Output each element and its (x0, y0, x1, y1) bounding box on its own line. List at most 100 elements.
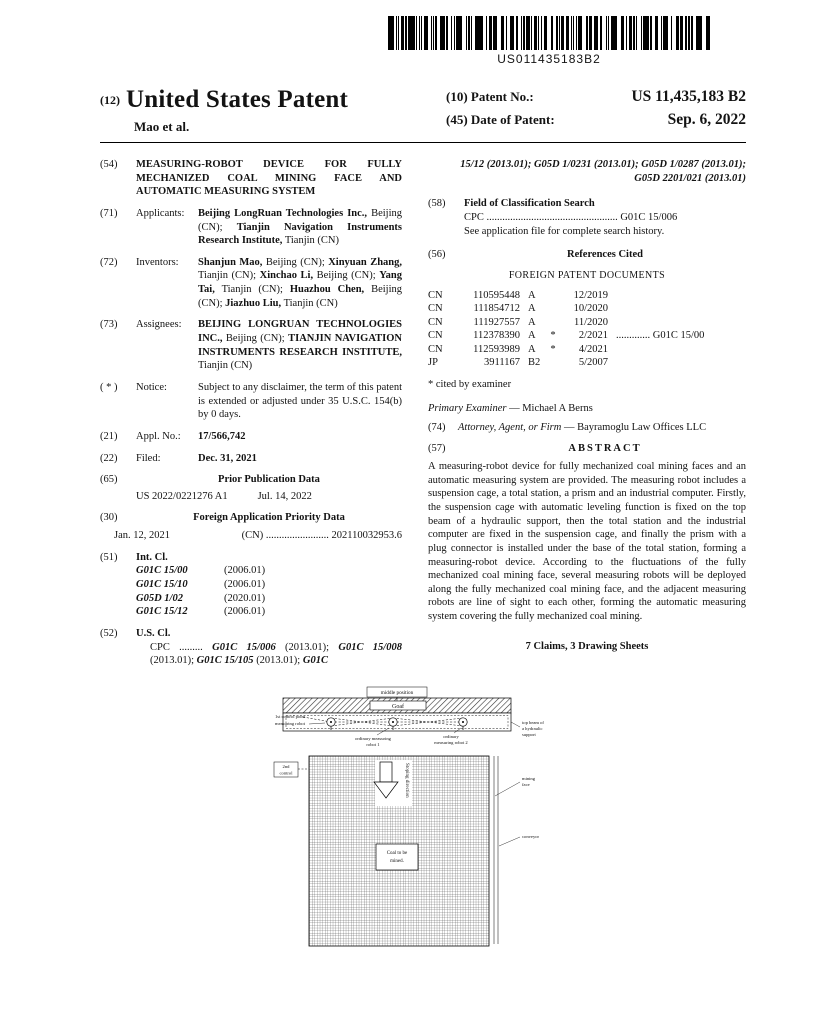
ref-date: 11/2020 (573, 316, 608, 328)
cpc-code: G01C 15/008 (338, 641, 402, 653)
mining-face-label: mining (522, 776, 536, 781)
header-right: (10) Patent No.: US 11,435,183 B2 (45) D… (446, 86, 746, 134)
section-number: (73) (100, 319, 118, 331)
ref-star (548, 302, 558, 315)
stoping-arrow-shaft (379, 761, 393, 783)
patent-number-row: (10) Patent No.: US 11,435,183 B2 (446, 88, 746, 106)
notice-label: Notice: (136, 381, 167, 393)
inventor-name: Yang Tai, (198, 270, 402, 296)
section-21-appl-no: (21) Appl. No.: 17/566,742 (100, 430, 402, 444)
int-cl-row: G05D 1/02(2020.01) (136, 592, 402, 606)
measuring-robot-icon (326, 717, 336, 730)
applicants-text: Beijing LongRuan Technologies Inc., Beij… (198, 207, 402, 248)
section-number: (54) (100, 159, 118, 170)
assignees-label: Assignees: (136, 319, 182, 331)
priority-date: Jan. 12, 2021 (114, 530, 170, 542)
class-code: G05D 1/02 (136, 592, 183, 604)
inventor-location: Tianjin (CN) (281, 297, 338, 309)
ordinary-robot1-label: robot 1 (366, 742, 380, 747)
prior-publication-row: US 2022/0221276 A1 Jul. 14, 2022 (136, 490, 402, 504)
section-number: (74) (428, 421, 446, 433)
ref-class (608, 289, 746, 302)
ref-date: 5/2007 (578, 357, 608, 369)
ref-class (608, 343, 746, 356)
section-number: (22) (100, 452, 118, 464)
inventors-label: Inventors: (136, 256, 179, 268)
ref-date: 12/2019 (573, 289, 608, 301)
section-number: (58) (428, 198, 446, 210)
stoping-direction-label: Stoping direction (404, 763, 409, 798)
measuring-robot-leader (308, 722, 326, 725)
invention-title: MEASURING-ROBOT DEVICE FOR FULLY MECHANI… (136, 159, 402, 198)
top-beam-label: support (522, 732, 537, 737)
ref-class: ............. G01C 15/00 (616, 330, 705, 342)
section-number: (52) (100, 627, 118, 639)
ref-kind: A (528, 289, 536, 301)
int-cl-row: G01C 15/00 (2006.01) (136, 564, 402, 578)
ref-kind: A (528, 303, 536, 315)
us-cl-label: U.S. Cl. (136, 627, 171, 639)
inventor-name: Jiazhuo Liu, (225, 297, 282, 309)
references-heading: References Cited (567, 249, 643, 261)
int-cl-row: G01C 15/10(2006.01) (136, 578, 402, 592)
primary-examiner-line: Primary Examiner — Michael A Berns (428, 402, 746, 416)
section-57-abstract: (57) ABSTRACT (428, 442, 746, 456)
cpc-code: G01C 15/105 (196, 655, 254, 667)
class-version: (2006.01) (224, 565, 266, 577)
section-number: (30) (100, 512, 118, 524)
class-code: G01C 15/00 (136, 565, 188, 577)
measuring-robot-label: measuring robot (275, 721, 306, 726)
section-56-references: (56) References Cited (428, 248, 746, 262)
cited-by-examiner-note: * cited by examiner (428, 379, 512, 391)
header-left: (12)United States Patent Mao et al. (100, 86, 348, 135)
cpc-date: (2013.01); (275, 641, 339, 653)
publication-date: Jul. 14, 2022 (257, 490, 312, 502)
section-74-attorney: (74) Attorney, Agent, or Firm — Bayramog… (428, 421, 746, 435)
foreign-priority-heading: Foreign Application Priority Data (193, 512, 345, 524)
barcode-block: US011435183B2 (388, 16, 710, 66)
field-search-heading: Field of Classification Search (464, 198, 595, 210)
goaf-box (369, 700, 427, 711)
cpc-code: G01C 15/006 (212, 641, 276, 653)
ref-kind: B2 (528, 357, 541, 369)
ref-date: 2/2021 (578, 330, 608, 342)
measuring-robot-icon (388, 717, 398, 730)
ref-country: CN (428, 289, 443, 301)
foreign-patents-subheading: FOREIGN PATENT DOCUMENTS (508, 269, 666, 281)
applicant-location: Beijing (CN); (198, 207, 402, 233)
inventor-name: Xinchao Li, (259, 270, 314, 282)
table-row: CN 110595448 A 12/2019 (428, 289, 746, 302)
section-73-assignees: (73) Assignees: BEIJING LONGRUAN TECHNOL… (100, 318, 402, 373)
inventors-text: Shanjun Mao, Beijing (CN); Xinyuan Zhang… (198, 256, 402, 311)
applicant-name: Beijing LongRuan Technologies Inc., (198, 207, 368, 219)
abstract-heading: ABSTRACT (568, 443, 642, 455)
primary-examiner-name: — Michael A Berns (506, 403, 593, 415)
ref-number: 110595448 (473, 289, 520, 301)
cpc-continuation: 15/12 (2013.01); G05D 1/0231 (2013.01); … (460, 159, 746, 184)
section-notice: ( * ) Notice: Subject to any disclaimer,… (100, 381, 402, 422)
mining-face-leader (494, 781, 521, 797)
section-number: (21) (100, 430, 118, 442)
ref-date: 4/2021 (578, 343, 608, 355)
inventor-name: Huazhou Chen, (289, 284, 365, 296)
assignee-location: Tianjin (CN) (198, 360, 253, 372)
section-51-int-cl: (51) Int. Cl. G01C 15/00(2006.01) G01C 1… (100, 551, 402, 619)
cpc-code: G01C (302, 655, 328, 667)
second-control-label: 2nd (283, 764, 291, 769)
foreign-priority-row: Jan. 12, 2021 (CN) .....................… (100, 529, 402, 543)
ref-star: * (550, 343, 556, 355)
applicant-location: Tianjin (CN) (282, 235, 339, 247)
mining-face-label: face (522, 782, 530, 787)
ref-number: 112378390 (473, 330, 520, 342)
barcode-number: US011435183B2 (497, 52, 601, 66)
left-column: (54) MEASURING-ROBOT DEVICE FOR FULLY ME… (100, 158, 402, 676)
attorney-label: Attorney, Agent, or Firm (458, 421, 562, 433)
ref-date: 10/2020 (573, 303, 608, 315)
section-72-inventors: (72) Inventors: Shanjun Mao, Beijing (CN… (100, 256, 402, 311)
ref-number: 112593989 (473, 343, 520, 355)
